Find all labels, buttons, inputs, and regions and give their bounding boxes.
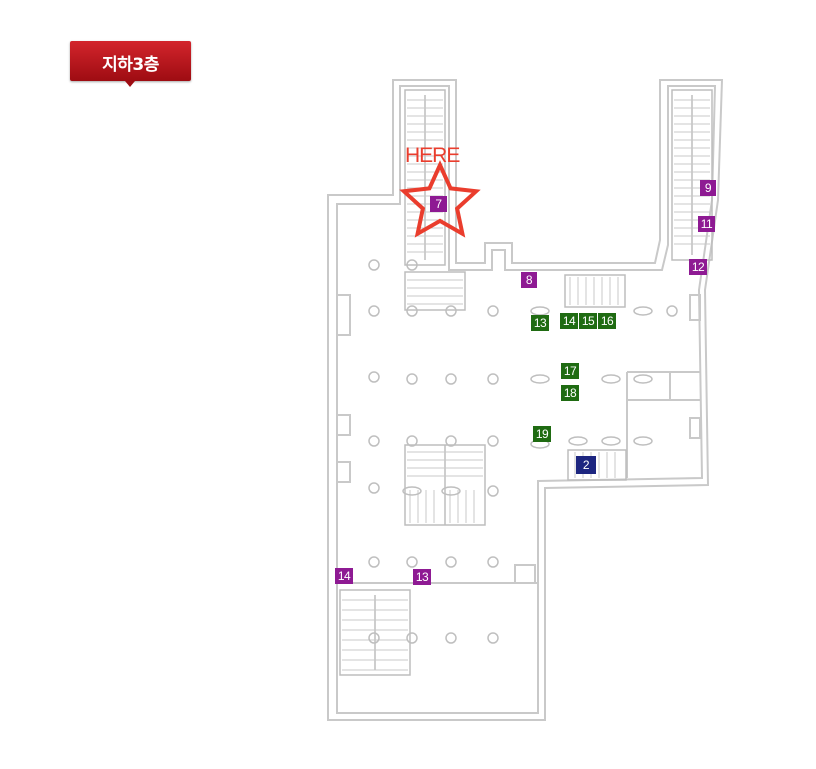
marker-14-lower[interactable]: 14 xyxy=(335,568,353,584)
marker-18[interactable]: 18 xyxy=(561,385,579,401)
floor-label: 지하3층 xyxy=(102,55,159,75)
marker-9[interactable]: 9 xyxy=(700,180,716,196)
here-label: HERE xyxy=(405,144,460,167)
marker-2[interactable]: 2 xyxy=(576,456,596,474)
badge-pointer xyxy=(125,81,135,87)
marker-16[interactable]: 16 xyxy=(598,313,616,329)
marker-19[interactable]: 19 xyxy=(533,426,551,442)
marker-13-lower[interactable]: 13 xyxy=(413,569,431,585)
stair-treads xyxy=(342,99,710,671)
marker-14[interactable]: 14 xyxy=(560,313,578,329)
here-star-icon xyxy=(399,160,481,238)
marker-12[interactable]: 12 xyxy=(689,259,707,275)
marker-13[interactable]: 13 xyxy=(531,315,549,331)
marker-8[interactable]: 8 xyxy=(521,272,537,288)
building-outline xyxy=(327,79,724,721)
marker-7[interactable]: 7 xyxy=(430,196,447,212)
marker-11[interactable]: 11 xyxy=(698,216,715,232)
marker-15[interactable]: 15 xyxy=(579,313,597,329)
escalators-stairs xyxy=(339,89,713,676)
floor-label-badge: 지하3층 xyxy=(70,41,191,87)
marker-17[interactable]: 17 xyxy=(561,363,579,379)
